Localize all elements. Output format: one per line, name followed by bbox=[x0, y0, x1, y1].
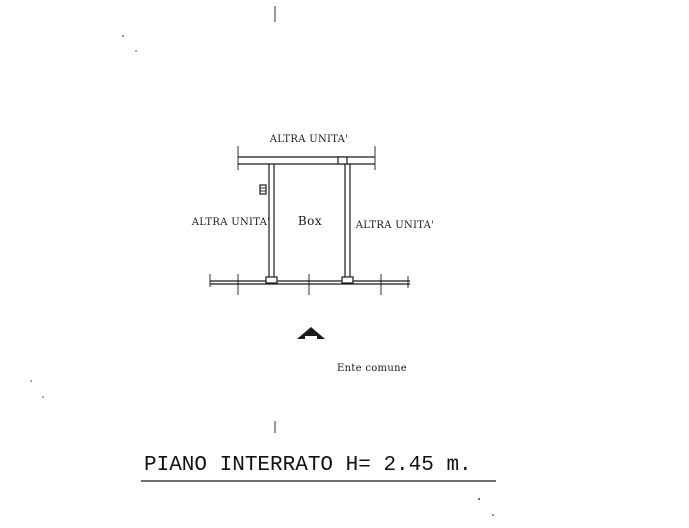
vent-grille-icon bbox=[259, 184, 267, 195]
arrow-up-icon bbox=[297, 327, 325, 339]
label-left: ALTRA UNITA' bbox=[191, 217, 270, 228]
bottom-wall bbox=[209, 274, 410, 295]
right-wall bbox=[344, 164, 351, 280]
label-entrance: Ente comune bbox=[337, 363, 407, 374]
label-top: ALTRA UNITA' bbox=[269, 134, 348, 145]
label-right: ALTRA UNITA' bbox=[355, 220, 434, 231]
label-box: Box bbox=[298, 214, 322, 228]
scan-artifacts bbox=[30, 6, 494, 516]
top-wall bbox=[237, 146, 376, 170]
left-wall bbox=[268, 164, 275, 280]
floor-title: PIANO INTERRATO H= 2.45 m. bbox=[144, 454, 472, 477]
